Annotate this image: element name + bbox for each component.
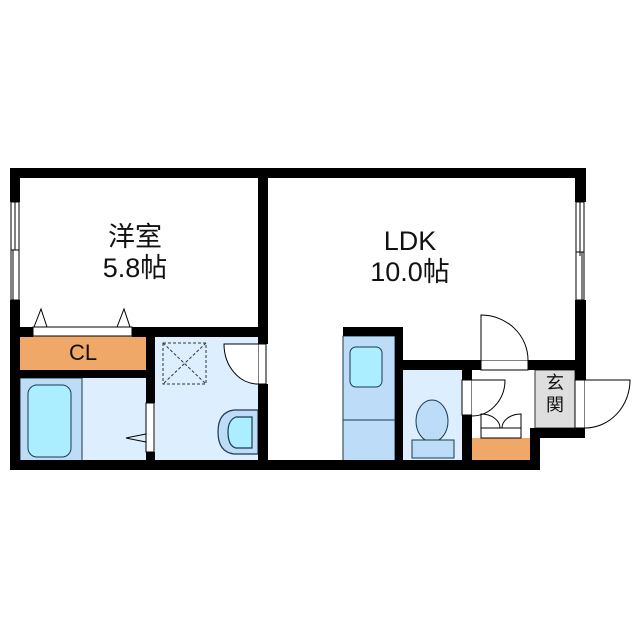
toilet-bowl xyxy=(415,399,449,443)
closet-label: CL xyxy=(68,340,98,365)
entrance-label-line2: 関 xyxy=(546,394,564,415)
entrance-label: 玄 関 xyxy=(535,373,575,416)
western-room-label: 洋室 5.8帖 xyxy=(85,222,185,284)
western-room-name: 洋室 xyxy=(108,222,162,252)
ldk-label: LDK 10.0帖 xyxy=(350,226,470,288)
shoe-storage xyxy=(472,438,530,462)
ldk-name: LDK xyxy=(383,226,437,256)
closet-area xyxy=(20,336,146,370)
washing-machine-pan xyxy=(162,342,207,385)
shoe-storage-doors xyxy=(480,413,522,439)
washroom-door xyxy=(223,343,267,385)
western-room-size: 5.8帖 xyxy=(102,253,168,284)
bathtub xyxy=(27,384,72,458)
toilet-door xyxy=(461,379,506,417)
window-right xyxy=(575,201,585,301)
ldk-door xyxy=(480,314,529,371)
entrance-label-line1: 玄 xyxy=(546,373,564,393)
kitchen-sink xyxy=(349,346,383,388)
bath-door xyxy=(125,402,155,453)
toilet-tank xyxy=(411,439,455,459)
walls xyxy=(10,168,586,470)
window-left xyxy=(10,201,20,301)
ldk-size: 10.0帖 xyxy=(370,257,450,288)
front-door xyxy=(574,379,631,429)
closet-doors xyxy=(32,307,133,337)
